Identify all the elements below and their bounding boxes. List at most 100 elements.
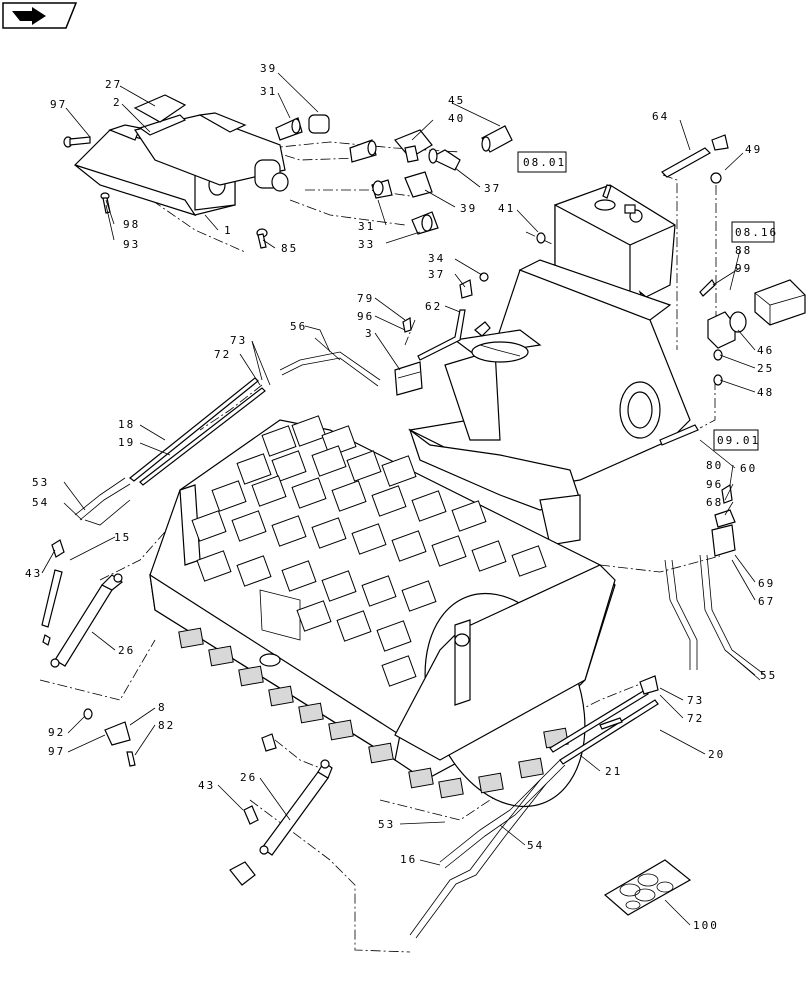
callout-label: 68 <box>706 496 723 509</box>
hose-pipe <box>417 309 466 361</box>
callout-label: 79 <box>357 292 374 305</box>
callout-label: 92 <box>48 726 65 739</box>
hydraulic-cylinder <box>259 759 333 856</box>
fitting <box>51 539 65 558</box>
callout-label: 53 <box>32 476 49 489</box>
callout-label: 73 <box>230 334 247 347</box>
callout-label: 53 <box>378 818 395 831</box>
fitting <box>371 179 393 199</box>
callout-label: 39 <box>460 202 477 215</box>
callout-label: 25 <box>757 362 774 375</box>
fitting <box>261 733 277 752</box>
callout-label: 26 <box>240 771 257 784</box>
screw <box>100 192 111 214</box>
seal-kit <box>603 859 692 916</box>
reference-box-08-01[interactable]: 08.01 <box>517 151 567 173</box>
fitting <box>639 675 659 695</box>
callout-label: 37 <box>484 182 501 195</box>
callout-label: 45 <box>448 94 465 107</box>
hydraulic-line <box>279 351 381 387</box>
callout-label: 72 <box>214 348 231 361</box>
callout-label: 15 <box>114 531 131 544</box>
callout-label: 73 <box>687 694 704 707</box>
screw <box>126 751 136 767</box>
callout-label: 55 <box>760 669 777 682</box>
callout-label: 27 <box>105 78 122 91</box>
hose-clamp <box>711 483 736 557</box>
fitting <box>243 805 259 825</box>
reference-box-08-16[interactable]: 08.16 <box>731 221 778 243</box>
relay-box <box>754 279 806 326</box>
hose-fitting <box>659 424 699 446</box>
callout-label: 100 <box>693 919 719 932</box>
reference-label: 09.01 <box>717 434 760 447</box>
callout-label: 56 <box>290 320 307 333</box>
sensor <box>707 311 747 349</box>
callout-label: 37 <box>428 268 445 281</box>
callout-label: 39 <box>260 62 277 75</box>
callout-label: 82 <box>158 719 175 732</box>
callout-label: 72 <box>687 712 704 725</box>
callout-label: 80 <box>706 459 723 472</box>
hose-fitting <box>661 134 729 178</box>
mount-bracket <box>73 124 236 217</box>
callout-label: 41 <box>498 202 515 215</box>
fitting <box>275 114 330 141</box>
callout-label: 96 <box>357 310 374 323</box>
callout-label: 19 <box>118 436 135 449</box>
fitting <box>349 139 377 163</box>
hydraulic-hose <box>664 554 766 681</box>
callout-label: 60 <box>740 462 757 475</box>
callout-label: 34 <box>428 252 445 265</box>
next-page-arrow-icon <box>12 7 46 25</box>
callout-label: 43 <box>25 567 42 580</box>
end-cap <box>229 861 256 886</box>
callout-label: 16 <box>400 853 417 866</box>
callout-label: 97 <box>50 98 67 111</box>
callout-label: 18 <box>118 418 135 431</box>
callout-label: 3 <box>365 327 374 340</box>
sensor <box>104 721 131 746</box>
fitting <box>713 349 723 386</box>
callout-label: 21 <box>605 765 622 778</box>
callout-label: 93 <box>123 238 140 251</box>
hydraulic-line <box>84 499 131 526</box>
leader-lines <box>41 72 756 926</box>
callout-label: 1 <box>224 224 233 237</box>
fitting <box>83 708 93 720</box>
hydraulic-cylinder <box>41 569 124 668</box>
callouts: 97 27 2 39 31 45 40 64 49 98 93 1 85 37 … <box>25 62 777 932</box>
callout-label: 48 <box>757 386 774 399</box>
callout-label: 54 <box>32 496 49 509</box>
callout-label: 54 <box>527 839 544 852</box>
screw <box>699 279 716 297</box>
callout-label: 88 <box>735 244 752 257</box>
reference-box-09-01[interactable]: 09.01 <box>713 429 760 451</box>
hydraulic-line <box>74 477 131 521</box>
reference-label: 08.16 <box>735 226 778 239</box>
next-page-button[interactable] <box>2 2 78 29</box>
callout-label: 98 <box>123 218 140 231</box>
callout-label: 31 <box>260 85 277 98</box>
callout-label: 8 <box>158 701 167 714</box>
fitting <box>411 211 439 235</box>
callout-label: 97 <box>48 745 65 758</box>
hydraulic-line <box>129 377 266 486</box>
reference-label: 08.01 <box>523 156 566 169</box>
callout-label: 43 <box>198 779 215 792</box>
valve-block <box>133 94 289 192</box>
callout-label: 33 <box>358 238 375 251</box>
bolt <box>256 228 268 249</box>
fitting <box>710 172 722 184</box>
callout-label: 49 <box>745 143 762 156</box>
callout-label: 20 <box>708 748 725 761</box>
elbow-fitting <box>428 148 461 171</box>
hydraulic-line <box>409 779 547 939</box>
callout-label: 62 <box>425 300 442 313</box>
callout-label: 85 <box>281 242 298 255</box>
elbow-fitting <box>404 171 433 198</box>
callout-label: 40 <box>448 112 465 125</box>
fitting <box>481 125 513 153</box>
callout-label: 2 <box>113 96 122 109</box>
